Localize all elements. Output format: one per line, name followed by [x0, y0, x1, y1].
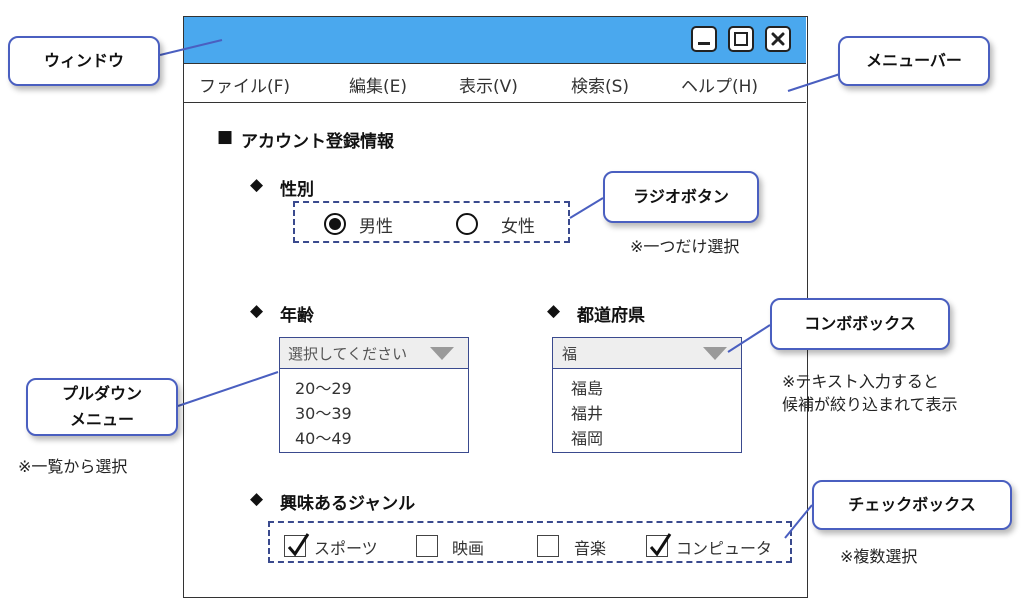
prefecture-input-value: 福	[562, 345, 578, 363]
menu-view[interactable]: 表示(V)	[459, 77, 518, 97]
menu-help[interactable]: ヘルプ(H)	[681, 77, 759, 97]
checkbox-sports-label: スポーツ	[314, 539, 378, 558]
prefecture-input[interactable]: 福	[553, 338, 741, 369]
genre-label: 興味あるジャンル	[280, 494, 416, 514]
menu-search[interactable]: 検索(S)	[571, 77, 630, 97]
callout-window: ウィンドウ	[8, 36, 160, 86]
prefecture-option[interactable]: 福岡	[571, 429, 604, 448]
callout-combo-box: コンボボックス	[770, 298, 950, 350]
gender-label: 性別	[280, 180, 314, 200]
checkbox-computer[interactable]	[646, 533, 672, 557]
callout-menubar: メニューバー	[838, 36, 990, 86]
checkmark-icon	[649, 533, 672, 557]
checkbox-computer-label: コンピュータ	[676, 539, 773, 558]
menu-bar: ファイル(F) 編集(E) 表示(V) 検索(S) ヘルプ(H)	[184, 64, 806, 103]
title-bar[interactable]	[184, 17, 806, 64]
diamond-bullet-icon: ◆	[250, 301, 264, 321]
age-dropdown-header[interactable]: 選択してください	[280, 338, 468, 369]
menu-file[interactable]: ファイル(F)	[199, 77, 291, 97]
maximize-button[interactable]	[728, 26, 754, 52]
note-pulldown: ※一覧から選択	[18, 457, 128, 476]
radio-male[interactable]	[324, 213, 346, 235]
note-combo: ※テキスト入力すると 候補が絞り込まれて表示	[782, 372, 958, 414]
callout-checkbox: チェックボックス	[812, 480, 1012, 530]
checkbox-sports[interactable]	[284, 533, 310, 557]
chevron-down-icon	[703, 347, 727, 360]
diamond-bullet-icon: ◆	[250, 175, 264, 195]
radio-group-frame	[293, 201, 570, 243]
age-option[interactable]: 30～39	[295, 404, 352, 423]
age-option[interactable]: 20～29	[295, 379, 352, 398]
callout-radio-button: ラジオボタン	[603, 171, 759, 223]
age-label: 年齢	[280, 306, 314, 326]
app-window: ファイル(F) 編集(E) 表示(V) 検索(S) ヘルプ(H) ■ アカウント…	[183, 16, 808, 598]
section-bullet-icon: ■	[217, 127, 234, 147]
minimize-button[interactable]	[691, 26, 717, 52]
section-title: アカウント登録情報	[241, 132, 394, 152]
close-button[interactable]	[765, 26, 791, 52]
prefecture-option[interactable]: 福島	[571, 379, 604, 398]
age-option[interactable]: 40～49	[295, 429, 352, 448]
radio-male-label: 男性	[359, 217, 393, 237]
checkbox-movie-label: 映画	[452, 539, 485, 558]
close-icon	[771, 32, 785, 46]
prefecture-option[interactable]: 福井	[571, 404, 604, 423]
checkmark-icon	[287, 533, 310, 557]
chevron-down-icon	[430, 347, 454, 360]
checkbox-music-label: 音楽	[574, 539, 607, 558]
age-placeholder: 選択してください	[288, 345, 408, 363]
menu-edit[interactable]: 編集(E)	[349, 77, 408, 97]
diamond-bullet-icon: ◆	[547, 301, 561, 321]
checkbox-movie[interactable]	[416, 535, 438, 557]
callout-pulldown-menu: プルダウン メニュー	[26, 378, 178, 436]
radio-female[interactable]	[456, 213, 478, 235]
note-radio: ※一つだけ選択	[630, 237, 740, 256]
age-dropdown[interactable]: 選択してください 20～29 30～39 40～49	[279, 337, 469, 453]
checkbox-group-frame	[268, 521, 792, 563]
note-checkbox: ※複数選択	[840, 547, 918, 566]
prefecture-combobox[interactable]: 福 福島 福井 福岡	[552, 337, 742, 453]
checkbox-music[interactable]	[537, 535, 559, 557]
radio-female-label: 女性	[501, 217, 535, 237]
prefecture-label: 都道府県	[577, 306, 645, 326]
diamond-bullet-icon: ◆	[250, 489, 264, 509]
